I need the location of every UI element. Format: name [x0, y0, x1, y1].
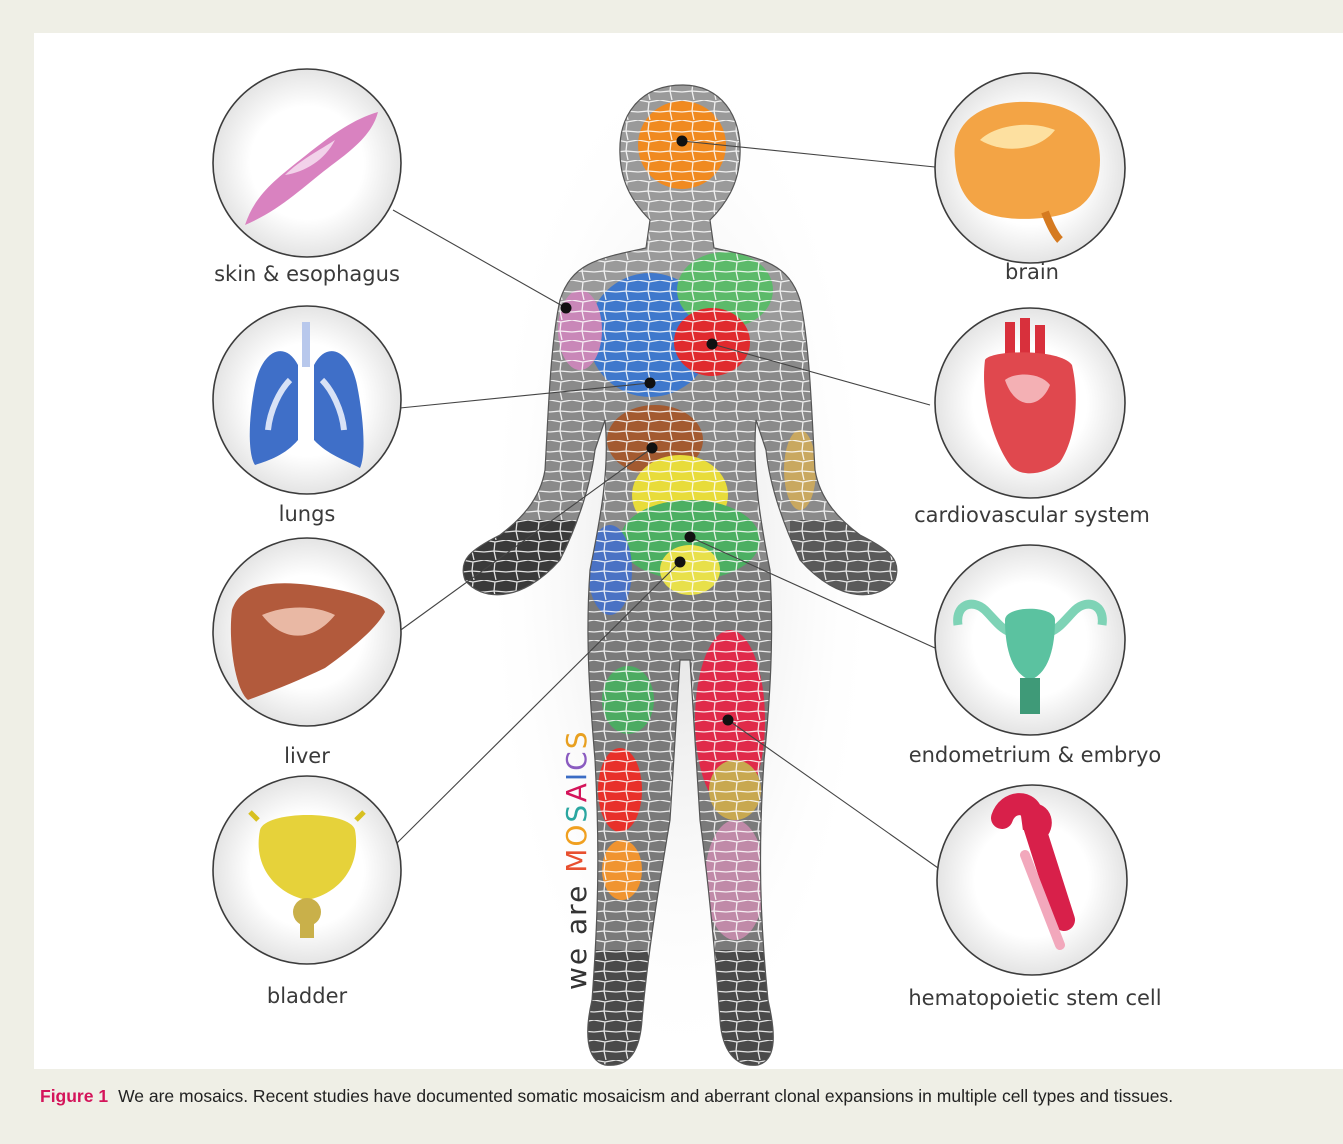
organ-lungs: lungs	[213, 306, 401, 526]
organ-skin: skin & esophagus	[213, 69, 401, 286]
liver-label: liver	[284, 744, 330, 768]
skin-label: skin & esophagus	[214, 262, 400, 286]
lungs-label: lungs	[279, 502, 336, 526]
bladder-label: bladder	[267, 984, 348, 1008]
brand-letter-2: S	[560, 802, 593, 822]
we-are-mosaics-wordmark: we are MOSAICS	[560, 730, 593, 991]
figure-caption: Figure 1 We are mosaics. Recent studies h…	[40, 1086, 1340, 1107]
uterus-dot	[685, 532, 696, 543]
heart-label: cardiovascular system	[914, 503, 1150, 527]
brand-letter-0: M	[560, 847, 593, 873]
organ-bladder: bladder	[213, 776, 401, 1008]
organ-brain: brain	[935, 73, 1125, 284]
heart-dot	[707, 339, 718, 350]
organ-uterus: endometrium & embryo	[909, 545, 1162, 767]
brand-letter-4: I	[560, 771, 593, 781]
organ-heart: cardiovascular system	[914, 308, 1150, 527]
caption-text: We are mosaics. Recent studies have docu…	[118, 1086, 1173, 1106]
uterus-label: endometrium & embryo	[909, 743, 1162, 767]
svg-text:we are MOSAICS: we are MOSAICS	[560, 730, 593, 991]
brand-letter-6: S	[560, 730, 593, 750]
lungs-dot	[645, 378, 656, 389]
brand-prefix: we are	[560, 884, 593, 990]
liver-dot	[647, 443, 658, 454]
organ-bone: hematopoietic stem cell	[908, 785, 1161, 1010]
brand-letter-1: O	[560, 823, 593, 847]
skin-dot	[561, 303, 572, 314]
brand-letter-5: C	[560, 749, 593, 771]
brain-label: brain	[1005, 260, 1059, 284]
organ-liver: liver	[213, 538, 401, 768]
bone-label: hematopoietic stem cell	[908, 986, 1161, 1010]
brain-dot	[677, 136, 688, 147]
bone-dot	[723, 715, 734, 726]
brand-letter-3: A	[560, 781, 593, 802]
bladder-dot	[675, 557, 686, 568]
figure-label: Figure 1	[40, 1086, 108, 1106]
